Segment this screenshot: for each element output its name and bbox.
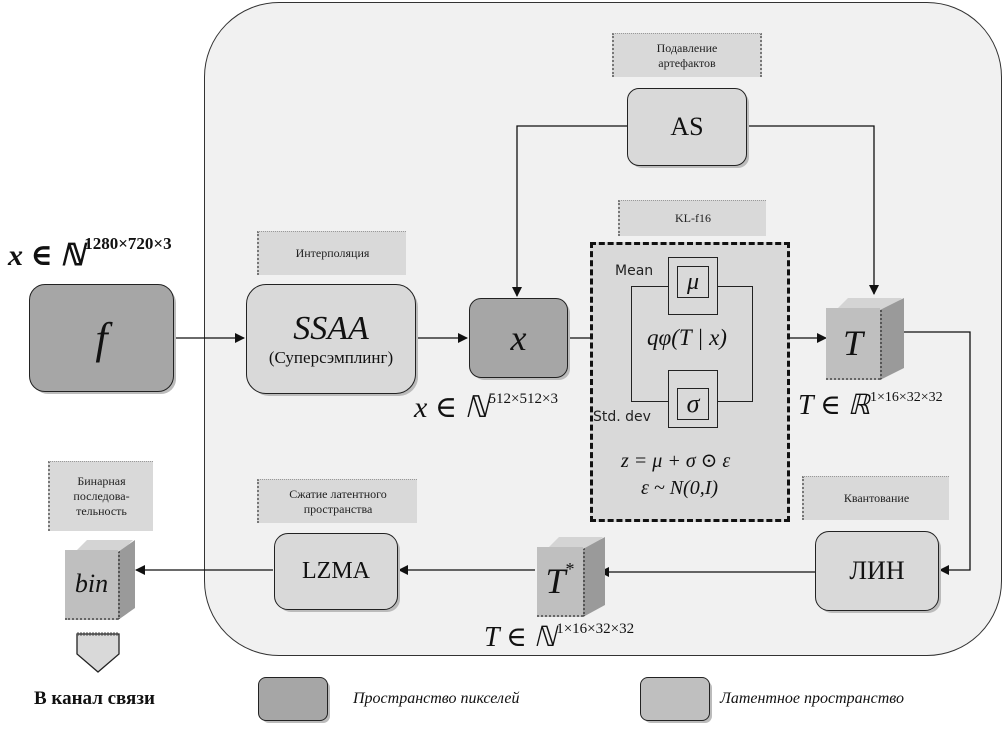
input-dimension-label: x ∈ ℕ1280×720×3: [8, 234, 172, 273]
lzma-tag-line2: пространства: [303, 501, 373, 516]
t-dimension-label: T ∈ ℝ1×16×32×32: [798, 388, 943, 422]
std-inner-box: σ: [677, 388, 709, 420]
ssaa-title: SSAA: [293, 310, 369, 347]
lin-title: ЛИН: [849, 556, 905, 585]
interpolation-tag: Интерполяция: [257, 231, 406, 275]
kl-f16-tag: KL-f16: [618, 200, 766, 236]
artifact-suppression-tag: Подавление артефактов: [612, 33, 762, 77]
tstar-asterisk: *: [565, 558, 575, 579]
bin-symbol: bin: [74, 569, 109, 598]
binary-cube[interactable]: bin: [65, 540, 133, 620]
t-set-label: T ∈ ℝ: [798, 390, 870, 421]
t-symbol: T: [842, 323, 864, 363]
mean-label: Mean: [615, 263, 654, 279]
mu-symbol: μ: [686, 268, 700, 295]
bin-tag-line1: Бинарная: [77, 474, 126, 488]
as-tag-line1: Подавление: [656, 40, 718, 55]
latent-t-cube[interactable]: T: [826, 298, 902, 380]
input-frame-block[interactable]: f: [29, 284, 174, 392]
lzma-block[interactable]: LZMA: [274, 533, 398, 610]
x-dimension-label: x ∈ ℕ512×512×3: [414, 390, 558, 425]
as-tag-line2: артефактов: [658, 55, 716, 70]
kl-encoder-box[interactable]: Mean μ qφ(T | x) σ Std. dev z = μ + σ ⊙ …: [590, 242, 790, 522]
mean-outer-box: μ: [668, 257, 718, 315]
ssaa-block[interactable]: SSAA (Суперсэмплинг): [246, 284, 416, 394]
as-block[interactable]: AS: [627, 88, 747, 166]
x-set-label: x ∈ ℕ: [414, 391, 489, 424]
latent-compression-tag: Сжатие латентного пространства: [257, 479, 417, 523]
legend-swatch-latent: [640, 677, 710, 721]
x-symbol: x: [510, 318, 527, 358]
quantization-tag: Квантование: [802, 476, 949, 520]
binary-sequence-tag: Бинарная последова- тельность: [48, 461, 153, 531]
resampled-x-block[interactable]: x: [469, 298, 568, 378]
ssaa-subtitle: (Суперсэмплинг): [268, 348, 394, 367]
std-outer-box: σ: [668, 370, 718, 428]
t-dimension-sup: 1×16×32×32: [869, 390, 943, 405]
tstar-symbol: T: [545, 561, 566, 601]
x-dimension-sup: 512×512×3: [488, 391, 558, 407]
bin-tag-line3: тельность: [76, 504, 127, 518]
legend-label-pixel: Пространство пикселей: [353, 690, 520, 707]
q-formula: qφ(T | x): [647, 325, 727, 350]
mean-inner-box: μ: [677, 266, 709, 298]
reparam-equation: z = μ + σ ⊙ ε: [621, 450, 731, 472]
channel-output-label: В канал связи: [34, 688, 155, 709]
lzma-title: LZMA: [302, 558, 370, 584]
input-dimension-sup: 1280×720×3: [84, 234, 172, 253]
sigma-symbol: σ: [686, 389, 700, 418]
quantization-tag-text: Квантование: [843, 491, 910, 505]
kl-f16-tag-text: KL-f16: [675, 211, 711, 225]
legend-swatch-pixel: [258, 677, 328, 721]
as-title: AS: [670, 112, 704, 141]
tstar-dimension-sup: 1×16×32×32: [556, 621, 635, 637]
lin-quantizer-block[interactable]: ЛИН: [815, 531, 939, 611]
posterior-q-label: qφ(T | x): [645, 325, 729, 351]
legend-label-latent: Латентное пространство: [720, 690, 905, 707]
interpolation-tag-text: Интерполяция: [295, 246, 370, 260]
lzma-tag-line1: Сжатие латентного: [289, 486, 387, 501]
tstar-set-label: T ∈ ℕ: [484, 622, 557, 653]
output-pentagon-arrow-icon: [76, 632, 120, 673]
tstar-dimension-label: T ∈ ℕ1×16×32×32: [484, 620, 634, 654]
noise-distribution-equation: ε ~ N(0,I): [641, 477, 719, 499]
quantized-t-cube[interactable]: T*: [537, 537, 603, 617]
std-dev-label: Std. dev: [593, 409, 651, 425]
f-symbol: f: [95, 313, 108, 363]
bin-tag-line2: последова-: [73, 489, 130, 503]
input-set-label: x ∈ ℕ: [8, 239, 85, 272]
